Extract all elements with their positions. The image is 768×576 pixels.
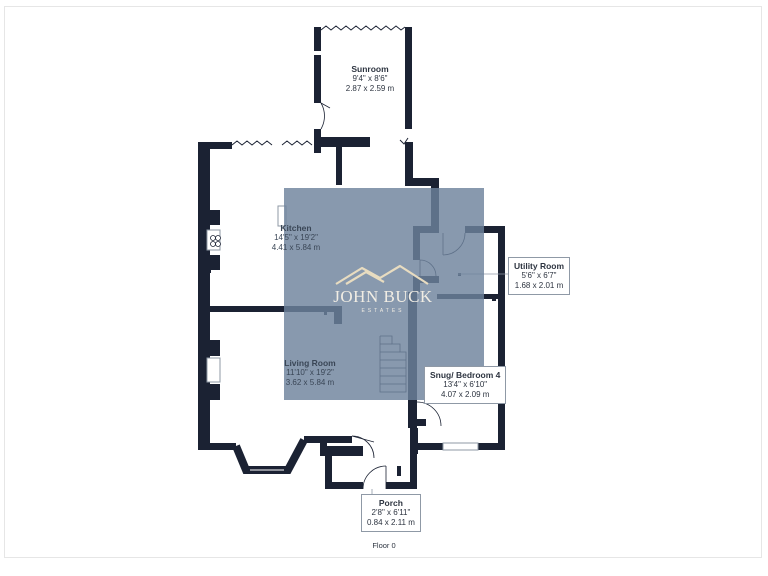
room-name: Utility Room [514,261,565,271]
room-name: Living Room [284,358,336,368]
room-name: Sunroom [351,64,389,74]
logo-sub: ESTATES [361,308,405,314]
watermark-logo: JOHN BUCK ESTATES [318,262,448,322]
logo-brand: JOHN BUCK [333,287,433,306]
plan-frame [4,6,762,558]
room-imperial: 11'10" x 19'2" [286,368,334,377]
hob [210,235,221,247]
room-label-sunroom: Sunroom 9'4" x 8'6" 2.87 x 2.59 m [336,64,404,94]
logo-roof-icon [335,264,429,285]
room-label-porch: Porch 2'8" x 6'11" 0.84 x 2.11 m [361,494,421,532]
room-metric: 4.41 x 5.84 m [271,243,321,252]
room-imperial: 13'4" x 6'10" [443,380,488,389]
room-imperial: 14'5" x 19'2" [274,233,318,242]
floor-label: Floor 0 [372,541,396,550]
logo-overlay [284,188,484,400]
room-name: Porch [378,498,403,508]
room-metric: 1.68 x 2.01 m [514,281,564,290]
room-name: Kitchen [280,223,312,233]
room-metric: 3.62 x 5.84 m [285,378,335,387]
room-metric: 0.84 x 2.11 m [367,518,415,527]
room-metric: 2.87 x 2.59 m [345,84,395,93]
room-imperial: 2'8" x 6'11" [371,508,411,517]
room-imperial: 9'4" x 8'6" [352,74,388,83]
room-imperial: 5'6" x 6'7" [521,271,557,280]
room-label-snug: Snug/ Bedroom 4 13'4" x 6'10" 4.07 x 2.0… [424,366,507,404]
room-label-utility: Utility Room 5'6" x 6'7" 1.68 x 2.01 m [508,257,571,295]
room-label-living: Living Room 11'10" x 19'2" 3.62 x 5.84 m [276,358,344,388]
room-name: Snug/ Bedroom 4 [430,370,501,380]
room-label-kitchen: Kitchen 14'5" x 19'2" 4.41 x 5.84 m [262,223,330,253]
bifold-doors [231,25,409,146]
bay-window [232,438,308,474]
room-metric: 4.07 x 2.09 m [440,390,490,399]
